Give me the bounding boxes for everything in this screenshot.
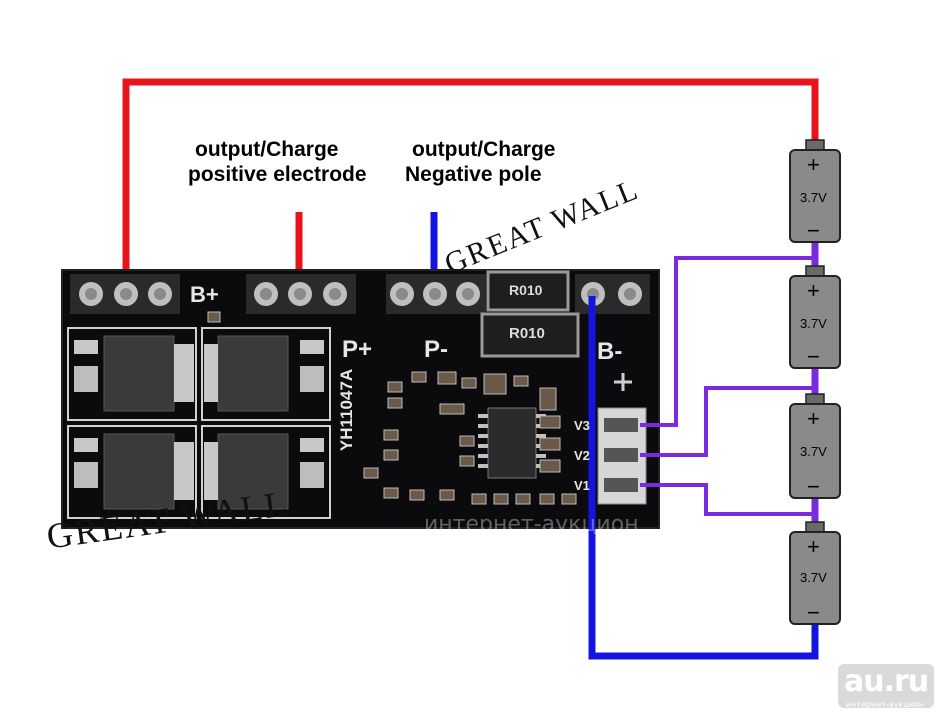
positive-label-line2: positive electrode (188, 163, 367, 186)
battery-voltage: 3.7V (800, 570, 827, 585)
balance-pin-v2: V2 (574, 448, 590, 463)
resistor-marking: R010 (509, 282, 543, 298)
resistor-marking: R010 (509, 325, 545, 342)
battery-voltage: 3.7V (800, 190, 827, 205)
balance-wire-v3 (640, 256, 815, 427)
negative-wire (588, 296, 819, 660)
site-logo: au.ru (844, 664, 929, 699)
pcb-label-b-plus: B+ (190, 282, 219, 307)
negative-label-line2: Negative pole (405, 163, 542, 186)
site-logo-subtitle: интернет-аукцион (846, 700, 925, 709)
terminal-p-plus (246, 274, 356, 314)
battery-plus-sign: + (807, 534, 820, 559)
center-watermark-subtitle: интернет-аукцион (424, 512, 639, 537)
battery-minus-sign: − (807, 344, 820, 369)
balance-pin-v3: V3 (574, 418, 590, 433)
mosfet-chip (217, 433, 289, 510)
battery-voltage: 3.7V (800, 444, 827, 459)
mosfet-chip (103, 433, 175, 510)
battery-cell (789, 521, 841, 625)
pcb-label-b-minus: B- (597, 338, 623, 365)
shunt-resistor (480, 312, 580, 358)
mosfet-frame (67, 425, 197, 519)
mosfet-chip (103, 335, 175, 412)
negative-label-line1: output/Charge (412, 138, 556, 161)
pcb-label-p-plus: P+ (342, 336, 373, 363)
positive-label-line1: output/Charge (195, 138, 339, 161)
terminal-b-plus (70, 274, 180, 314)
terminal-b-minus (575, 274, 650, 314)
terminal-p-minus (386, 274, 486, 314)
battery-plus-sign: + (807, 406, 820, 431)
battery-voltage: 3.7V (800, 316, 827, 331)
battery-minus-sign: − (807, 218, 820, 243)
balance-wire-v1 (640, 483, 815, 516)
control-ic (487, 407, 537, 479)
balance-wire-v2 (640, 386, 815, 457)
battery-minus-sign: − (807, 600, 820, 625)
shunt-resistor (486, 270, 570, 312)
balance-pin-v1: V1 (574, 478, 590, 493)
mosfet-frame (67, 327, 197, 421)
pcb-label-p-minus: P- (424, 336, 448, 363)
mosfet-frame (201, 425, 331, 519)
positive-wire (122, 78, 819, 292)
mosfet-frame (201, 327, 331, 421)
battery-cell (789, 393, 841, 499)
mosfet-chip (217, 335, 289, 412)
pcb-model-number: YH11047A (337, 368, 357, 452)
battery-plus-sign: + (807, 278, 820, 303)
battery-plus-sign: + (807, 152, 820, 177)
battery-minus-sign: − (807, 474, 820, 499)
battery-cell (789, 265, 841, 369)
site-logo-box (838, 664, 934, 708)
battery-cell (789, 139, 841, 243)
